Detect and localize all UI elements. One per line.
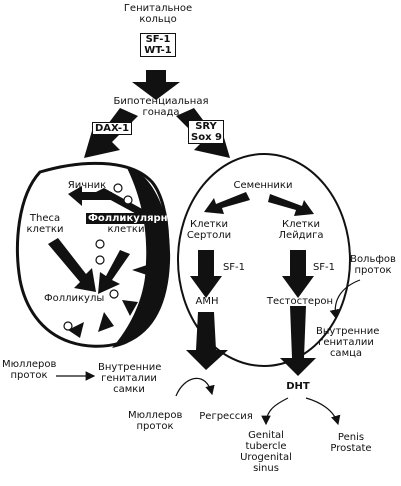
wolffian-duct-label: Вольфов проток	[346, 254, 400, 276]
follicle-1	[113, 183, 123, 193]
ovary-arrow-down-left	[48, 238, 96, 292]
genital-ridge-label: Генитальное кольцо	[120, 3, 196, 25]
mullerian-left-line1: Мюллеров	[2, 359, 57, 370]
regression-arc	[175, 377, 215, 397]
mullerian-duct-left-label: Мюллеров проток	[2, 359, 56, 381]
dax1-box: DAX-1	[92, 122, 132, 135]
follicle-4	[95, 255, 105, 265]
male-internal-line1: Внутренние	[316, 326, 380, 337]
theca-cells-label: Theca клетки	[22, 213, 68, 235]
mullerian-duct-bottom-label: Мюллеров проток	[128, 410, 182, 432]
genital-ridge-line2: кольцо	[139, 14, 177, 25]
sf1-right-label: SF-1	[312, 262, 336, 273]
wolffian-line2: проток	[354, 265, 392, 276]
follicle-6	[63, 321, 73, 331]
theca-line1: Theca	[29, 213, 61, 224]
sf1-left-label: SF-1	[222, 262, 246, 273]
ovary-title: Яичник	[67, 180, 107, 191]
ovary-wedge-4	[68, 322, 84, 338]
female-internal-line3: самки	[113, 384, 145, 395]
testosterone-label: Тестостерон	[266, 296, 334, 307]
female-internal-line2: гениталии	[101, 373, 157, 384]
leydig-cells-label: Клетки Лейдига	[276, 219, 326, 241]
mullerian-bottom-line2: проток	[136, 421, 174, 432]
theca-line2: клетки	[26, 224, 64, 235]
testosterone-big-arrow	[280, 306, 316, 376]
sry-sox9-box: SRY Sox 9	[188, 120, 224, 144]
sertoli-cells-label: Клетки Сертоли	[186, 219, 232, 241]
follicle-2	[123, 195, 133, 205]
dht-arrow-left	[261, 397, 289, 426]
amh-big-arrow	[186, 312, 228, 370]
genital-tubercle-label: Genital tubercle Urogenital sinus	[236, 430, 296, 474]
follicular-cells-label: Фолликулярные клетки	[86, 213, 184, 235]
leydig-line1: Клетки	[281, 219, 320, 230]
testis-arrow-right	[268, 194, 314, 216]
bipotential-line1: Бипотенциальная	[113, 96, 209, 107]
sf1-top-label: SF-1	[145, 34, 171, 45]
follicle-5	[109, 289, 119, 299]
mullerian-bottom-line1: Мюллеров	[128, 410, 183, 421]
bipotential-line2: гонада	[142, 107, 180, 118]
ovary-rim	[112, 166, 171, 348]
female-internal-line1: Внутренние	[98, 362, 162, 373]
genital-tubercle-line3: Urogenital	[240, 452, 292, 463]
ovary-wedge-2	[122, 300, 138, 316]
dht-arrow-right	[305, 397, 341, 426]
wolffian-line1: Вольфов	[350, 254, 396, 265]
leydig-line2: Лейдига	[278, 230, 324, 241]
genital-tubercle-line4: sinus	[253, 463, 279, 474]
testis-arrow-left	[204, 192, 250, 214]
follicle-3	[95, 239, 105, 249]
follicular-line1: Фолликулярные	[86, 213, 184, 224]
bipotential-gonad-label: Бипотенциальная гонада	[106, 96, 216, 118]
genital-tubercle-line1: Genital	[248, 430, 284, 441]
penis-line2: Prostate	[330, 443, 372, 454]
testis-arrow-sf1-right	[282, 250, 314, 298]
regression-label: Регрессия	[199, 411, 253, 422]
ovary-arrow-down-right	[98, 250, 130, 294]
genital-tubercle-line2: tubercle	[245, 441, 287, 452]
genital-ridge-line1: Генитальное	[123, 3, 193, 14]
male-internal-genitalia-label: Внутренние гениталии самца	[316, 326, 380, 359]
sertoli-line2: Сертоли	[186, 230, 232, 241]
testis-arrow-sf1-left	[190, 250, 222, 298]
wolffian-arrow	[329, 279, 361, 320]
male-internal-line3: самца	[329, 348, 363, 359]
dht-label: DHT	[286, 381, 310, 392]
follicular-line2: клетки	[107, 224, 145, 235]
sertoli-line1: Клетки	[189, 219, 228, 230]
mullerian-left-line2: проток	[10, 370, 48, 381]
arrow-ridge-to-gonad	[132, 70, 180, 100]
sry-label: SRY	[195, 121, 217, 132]
ovary-wedge-3	[98, 312, 114, 332]
female-internal-genitalia-label: Внутренние гениталии самки	[98, 362, 162, 395]
sf1-wt1-box: SF-1 WT-1	[140, 33, 176, 57]
follicles-label: Фолликулы	[44, 293, 105, 304]
ovary-wedge-1	[132, 264, 150, 276]
testis-title: Семенники	[233, 180, 293, 191]
penis-line1: Penis	[337, 432, 365, 443]
penis-prostate-label: Penis Prostate	[326, 432, 376, 454]
male-internal-line2: гениталии	[318, 337, 374, 348]
sox9-label: Sox 9	[191, 132, 222, 143]
amh-label: AMH	[195, 296, 219, 307]
wt1-top-label: WT-1	[144, 45, 172, 56]
ovary-arrow-left	[68, 186, 112, 206]
